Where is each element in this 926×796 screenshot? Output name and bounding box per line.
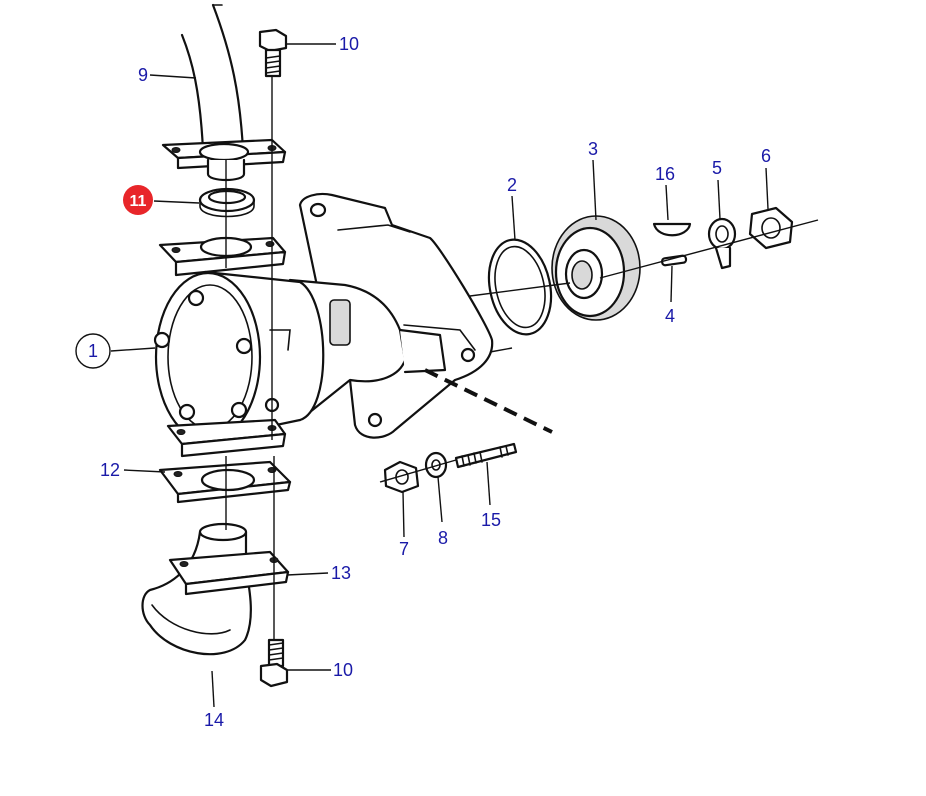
part-tab-washer (707, 217, 737, 270)
callout-10-upper-label: 10 (339, 34, 359, 54)
callout-8-label: 8 (438, 528, 448, 548)
callout-3[interactable]: 3 (588, 139, 598, 221)
part-washer (424, 451, 448, 479)
callout-5[interactable]: 5 (712, 158, 722, 220)
callout-7-label: 7 (399, 539, 409, 559)
callout-4[interactable]: 4 (665, 265, 675, 326)
callout-7[interactable]: 7 (399, 491, 409, 559)
assembly-lines (225, 76, 819, 640)
part-woodruff-key (652, 222, 692, 237)
callout-2[interactable]: 2 (507, 175, 517, 241)
callout-4-label: 4 (665, 306, 675, 326)
callout-1-label: 1 (88, 341, 98, 361)
callout-15-label: 15 (481, 510, 501, 530)
part-bolt-lower (259, 638, 289, 688)
part-bolt-upper (258, 28, 288, 78)
part-pump-upper-flange (158, 236, 287, 277)
callout-12[interactable]: 12 (100, 460, 166, 480)
callout-6-label: 6 (761, 146, 771, 166)
callout-5-label: 5 (712, 158, 722, 178)
part-stud (454, 442, 518, 469)
part-mounting-bracket (298, 192, 494, 439)
part-drive-gear (551, 215, 641, 321)
callout-10-upper[interactable]: 10 (287, 34, 359, 54)
part-upper-pipe-flange (161, 138, 287, 182)
callout-16-label: 16 (655, 164, 675, 184)
callout-13-label: 13 (331, 563, 351, 583)
part-hex-nut-stud (383, 460, 420, 494)
part-pump-housing (153, 270, 325, 443)
callout-3-label: 3 (588, 139, 598, 159)
callout-9-label: 9 (138, 65, 148, 85)
callout-11-marker (123, 185, 153, 215)
part-pump-lower-flange (166, 418, 287, 458)
callout-14[interactable]: 14 (204, 670, 224, 730)
part-hex-nut-gear (748, 206, 794, 250)
callout-16[interactable]: 16 (655, 164, 675, 221)
callout-13[interactable]: 13 (286, 563, 351, 583)
callout-10-lower-label: 10 (333, 660, 353, 680)
part-o-ring (487, 238, 553, 336)
callout-15[interactable]: 15 (481, 461, 501, 530)
callout-10-lower[interactable]: 10 (288, 660, 353, 680)
callout-8[interactable]: 8 (437, 476, 448, 548)
part-seal-ring (198, 187, 256, 218)
callout-11-label: 11 (130, 193, 147, 210)
part-gasket (158, 460, 292, 504)
part-inlet-elbow (141, 522, 290, 656)
callout-1[interactable]: 1 (75, 333, 156, 369)
callout-12-label: 12 (100, 460, 120, 480)
callout-11[interactable]: 11 (123, 185, 200, 215)
callout-6[interactable]: 6 (761, 146, 771, 210)
callout-14-label: 14 (204, 710, 224, 730)
callout-9[interactable]: 9 (138, 65, 197, 85)
callout-2-label: 2 (507, 175, 517, 195)
